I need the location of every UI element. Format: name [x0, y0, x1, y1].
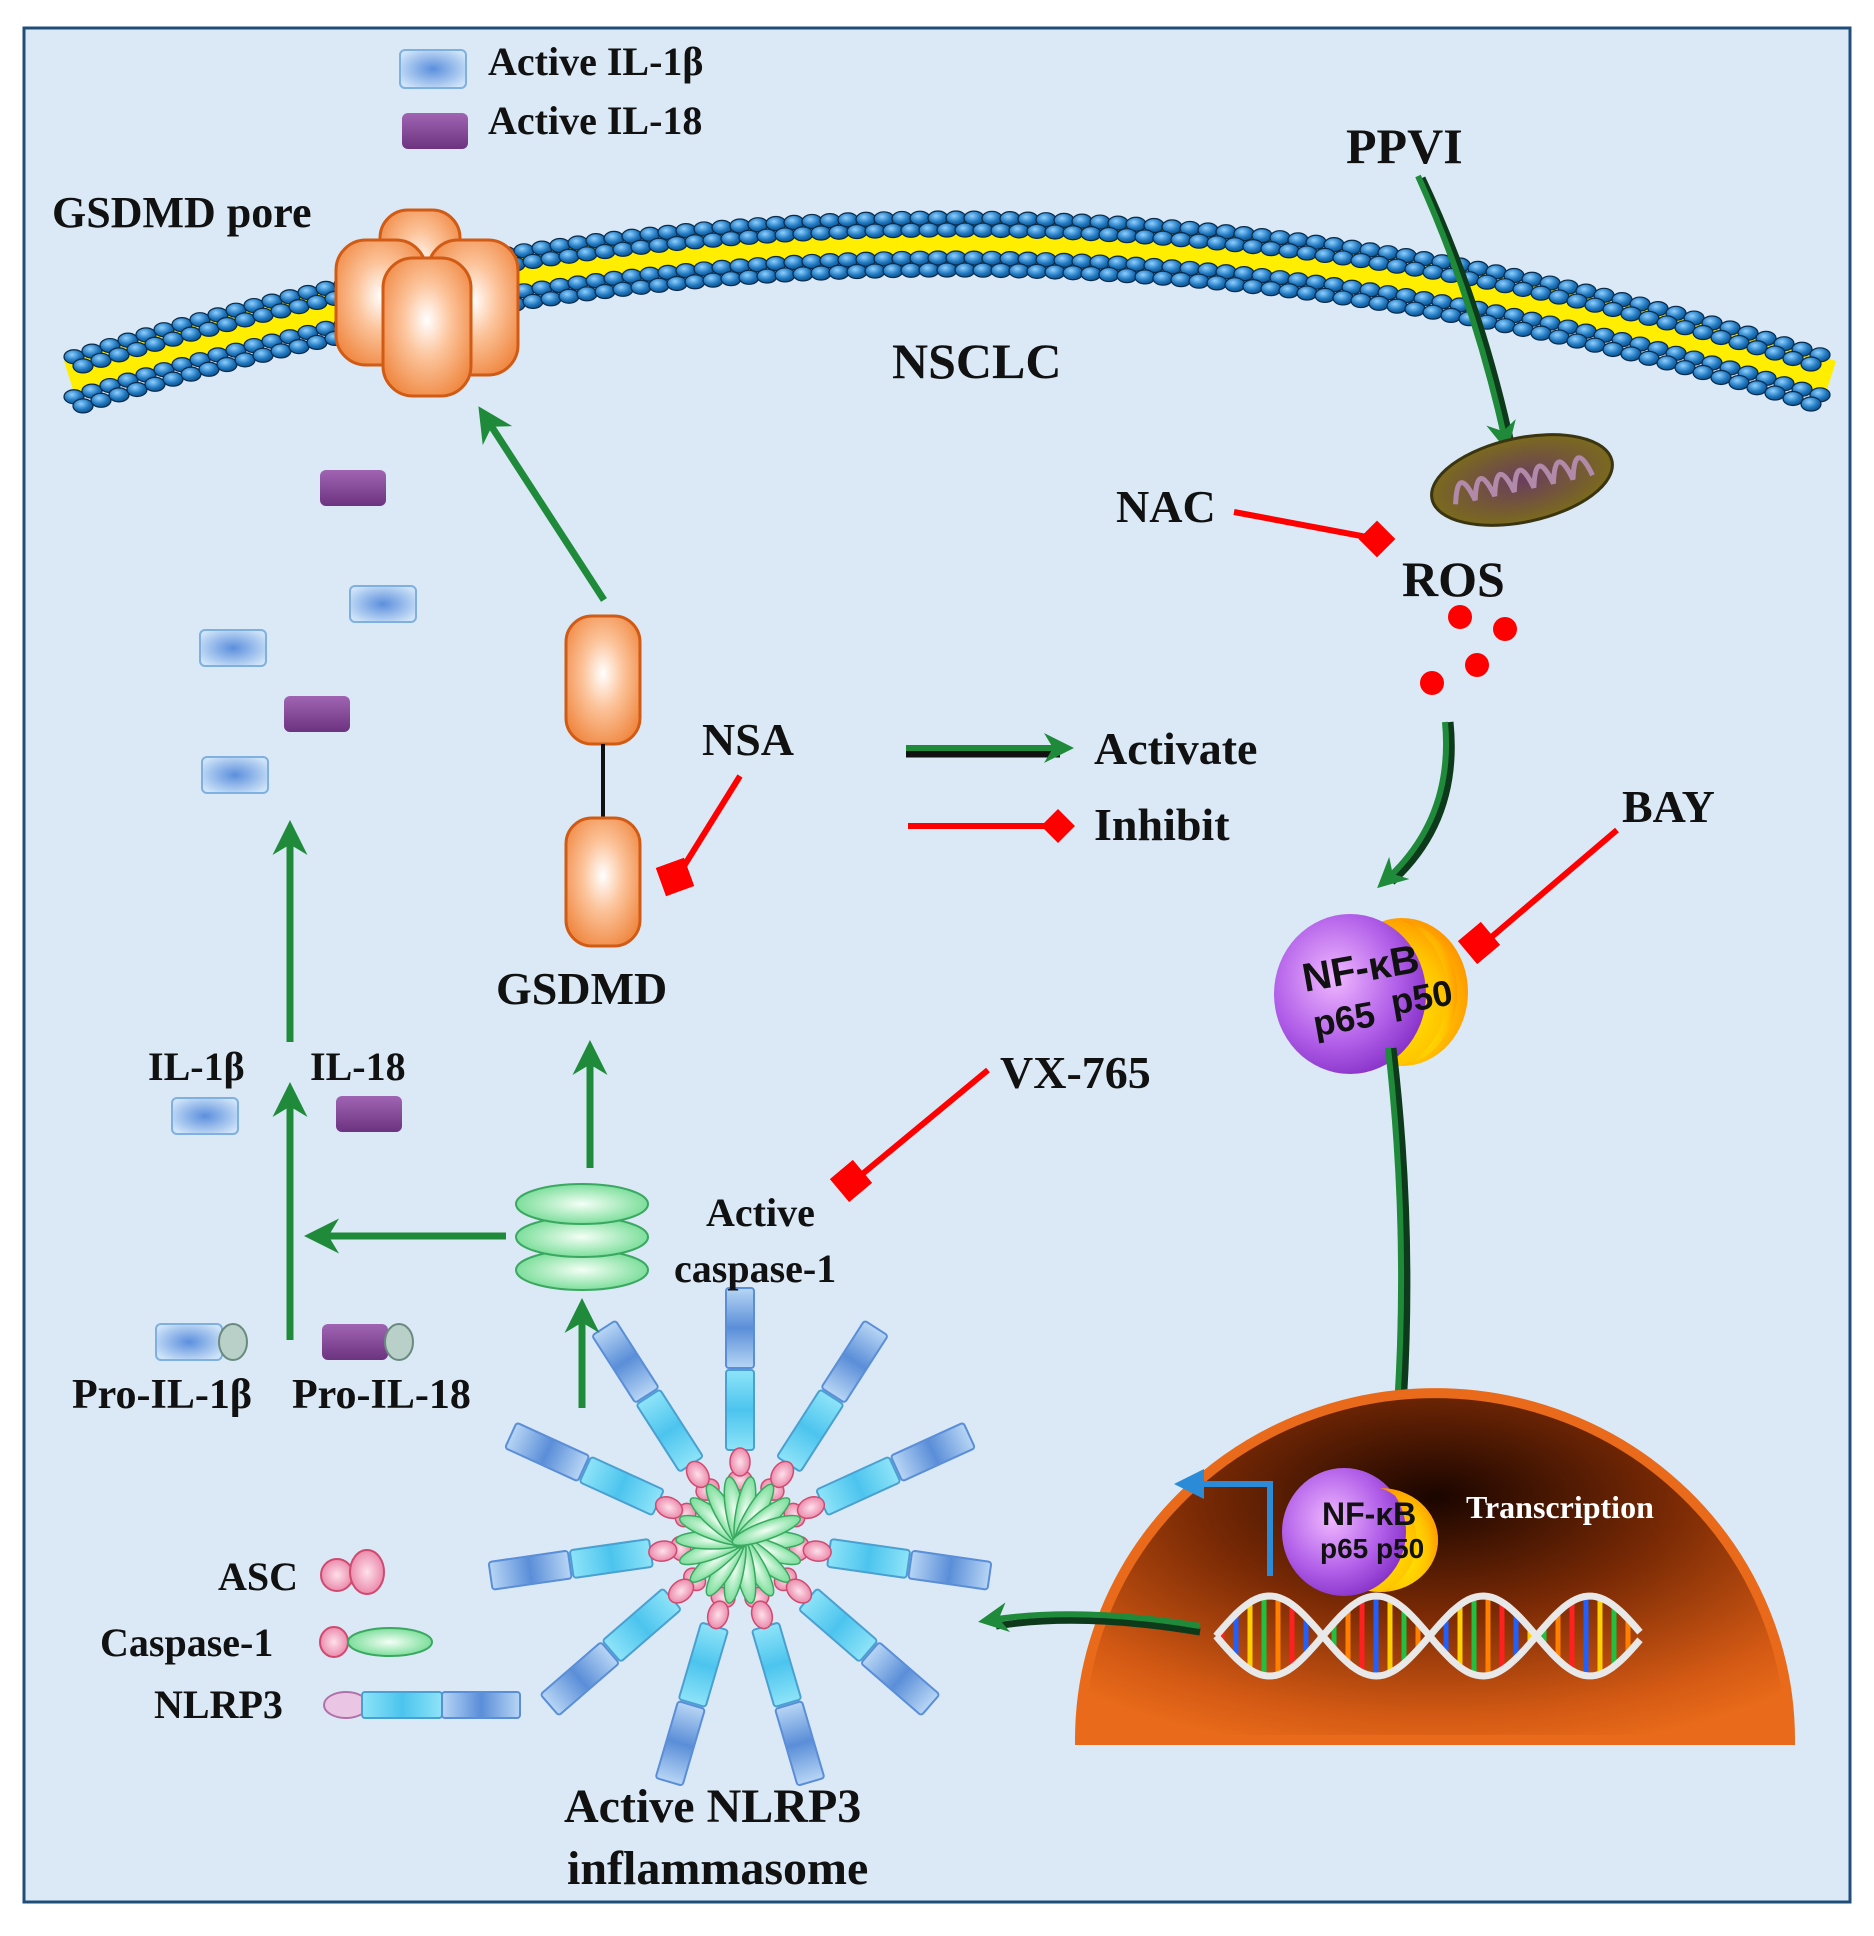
nuclear-p50-label: p50	[1376, 1533, 1424, 1564]
gsdmd-shape	[564, 614, 642, 948]
nsclc-label: NSCLC	[892, 333, 1061, 389]
nac-inhibit-head	[1358, 520, 1396, 558]
legend-inhibit-head	[1041, 809, 1075, 843]
il18-label: IL-18	[310, 1044, 406, 1089]
legend-nlrp3-shape	[323, 1691, 521, 1719]
bay-inhibit-line	[1486, 827, 1619, 943]
mitochondrion-shape	[1430, 433, 1614, 527]
bay-label: BAY	[1622, 781, 1715, 832]
bay-inhibit-head	[1457, 921, 1501, 965]
membrane-phospholipid-heads	[63, 210, 1831, 414]
gsdmd-to-pore-arrow	[478, 406, 607, 602]
gsdmd-pore-label: GSDMD pore	[52, 188, 312, 237]
legend-activate-label: Activate	[1094, 723, 1257, 774]
inflammasome-label-line2: inflammasome	[567, 1842, 868, 1895]
nsa-inhibit-line	[681, 774, 743, 868]
legend-active-il1b-label: Active IL-1β	[488, 39, 703, 84]
il1b-label: IL-1β	[148, 1044, 245, 1089]
legend-asc-label: ASC	[218, 1554, 298, 1599]
legend-caspase1-shape	[319, 1626, 433, 1658]
vx765-inhibit-line	[858, 1067, 990, 1179]
ros-dots	[1420, 605, 1517, 695]
il18-shape	[336, 1096, 402, 1132]
nsa-inhibit-head	[655, 857, 695, 897]
dna-to-inflammasome-arrow	[978, 1602, 1201, 1633]
dna-helix	[1213, 1592, 1643, 1680]
legend-il1b-swatch	[399, 49, 467, 89]
nuclear-nfkb-label: NF-κB	[1322, 1496, 1416, 1532]
legend-caspase1-label: Caspase-1	[100, 1620, 273, 1665]
legend-nlrp3-label: NLRP3	[154, 1682, 283, 1727]
il1b-shape	[171, 1097, 239, 1135]
legend-inhibit-label: Inhibit	[1094, 799, 1230, 850]
ppvi-to-mitochondria-arrow	[1415, 174, 1516, 452]
nsa-label: NSA	[702, 714, 794, 765]
nac-label: NAC	[1116, 481, 1216, 532]
active-caspase1-label-line2: caspase-1	[674, 1246, 836, 1291]
released-cytokines	[199, 470, 417, 794]
nfkb-complex-cytoplasm	[1274, 914, 1468, 1074]
transcription-arrow	[1174, 1469, 1273, 1576]
pro-il1b-label: Pro-IL-1β	[72, 1372, 252, 1418]
gsdmd-label: GSDMD	[496, 963, 667, 1014]
legend-active-il18-label: Active IL-18	[488, 98, 702, 143]
gsdmd-pore-shape	[334, 208, 520, 398]
vx765-label: VX-765	[1000, 1047, 1151, 1098]
active-caspase1-shape	[515, 1183, 649, 1291]
nac-inhibit-line	[1233, 509, 1373, 541]
ppvi-to-mitochondria-arrow-shadow	[1418, 176, 1516, 449]
inflammasome-label-line1: Active NLRP3	[564, 1780, 861, 1833]
nfkb-complex-nucleus	[1282, 1468, 1438, 1596]
pro-il18-shape	[322, 1323, 414, 1361]
nuclear-p65-label: p65	[1320, 1533, 1368, 1564]
pro-il18-label: Pro-IL-18	[292, 1372, 471, 1418]
legend-il18-swatch	[402, 113, 468, 149]
legend-asc-shape	[320, 1549, 385, 1595]
ppvi-label: PPVI	[1346, 118, 1463, 174]
dna-to-inflammasome-arrow-shadow	[995, 1616, 1201, 1636]
ros-label: ROS	[1402, 551, 1505, 607]
active-caspase1-label-line1: Active	[706, 1190, 815, 1235]
ros-to-nfkb-arrow	[1377, 721, 1449, 889]
pro-il1b-shape	[155, 1323, 248, 1361]
transcription-label: Transcription	[1466, 1489, 1654, 1525]
nlrp3-inflammasome-shape	[487, 1287, 993, 1787]
vx765-inhibit-head	[829, 1159, 873, 1203]
